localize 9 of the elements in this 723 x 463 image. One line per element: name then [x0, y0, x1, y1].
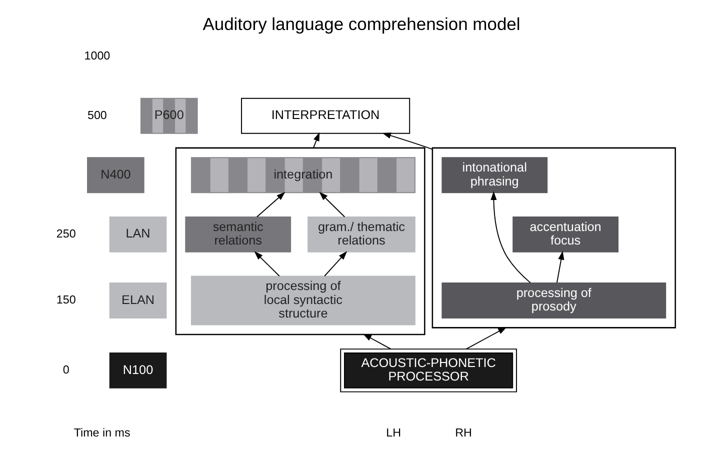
label: LH [386, 426, 402, 440]
label: Time in ms [74, 426, 130, 440]
label: RH [455, 426, 472, 440]
label: 250 [56, 227, 76, 240]
label: 1000 [84, 50, 110, 63]
label: 150 [56, 294, 76, 306]
diagram-title: Auditory language comprehension model [202, 14, 520, 34]
label: 500 [87, 108, 107, 122]
label: 0 [62, 363, 70, 376]
